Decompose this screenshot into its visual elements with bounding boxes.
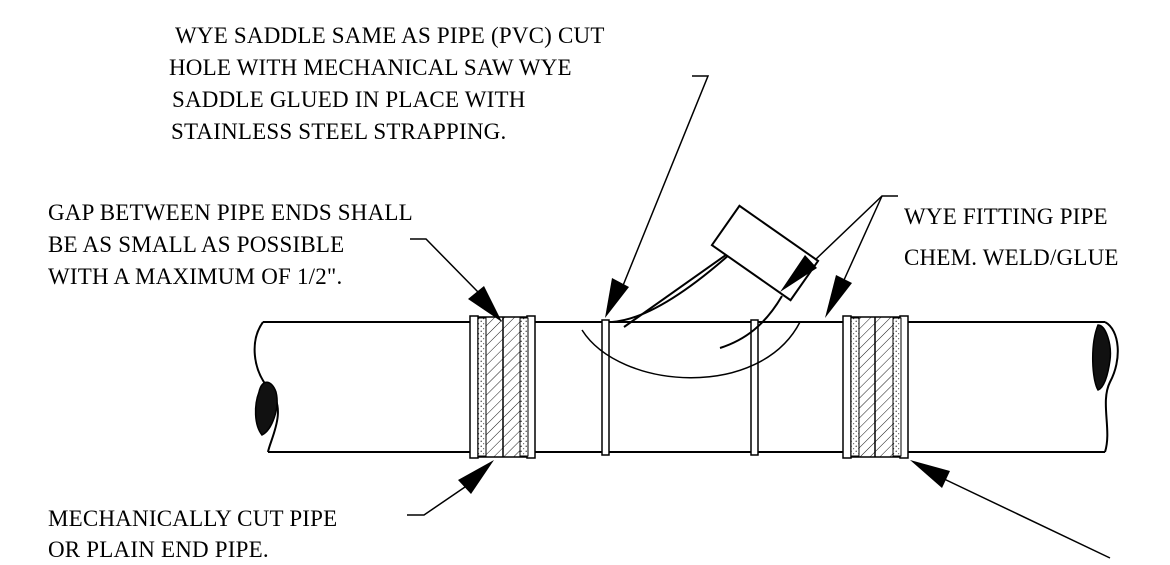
note-saddle-line-4: STAINLESS STEEL STRAPPING. [171, 119, 506, 144]
saddle-strap-left [601, 319, 610, 456]
leader-fitting-arrow-2 [825, 275, 852, 318]
note-gap: GAP BETWEEN PIPE ENDS SHALL BE AS SMALL … [48, 200, 413, 289]
note-fitting: WYE FITTING PIPE CHEM. WELD/GLUE [904, 204, 1119, 270]
right-break-fill [1091, 324, 1112, 391]
note-cut-line-1: MECHANICALLY CUT PIPE [48, 506, 337, 531]
right-coupling-band-a [842, 315, 852, 459]
left-coupling-band-a [469, 315, 479, 459]
leader-cut-arrow [458, 460, 494, 494]
leader-gap-arrow [468, 286, 502, 322]
left-coupling [469, 315, 536, 459]
right-coupling [842, 315, 909, 459]
leader-right-coupling [910, 460, 1111, 559]
leader-gap [410, 238, 502, 322]
note-cut: MECHANICALLY CUT PIPE OR PLAIN END PIPE. [48, 506, 337, 562]
note-saddle-line-1: WYE SADDLE SAME AS PIPE (PVC) CUT [175, 23, 605, 48]
leader-fitting-arrow-1 [780, 255, 817, 292]
right-break-line [1104, 321, 1119, 453]
note-cut-line-2: OR PLAIN END PIPE. [48, 537, 269, 562]
note-gap-line-1: GAP BETWEEN PIPE ENDS SHALL [48, 200, 413, 225]
note-gap-line-2: BE AS SMALL AS POSSIBLE [48, 232, 344, 257]
leader-saddle-arrow [605, 278, 629, 318]
note-saddle-line-3: SADDLE GLUED IN PLACE WITH [172, 87, 526, 112]
leader-saddle [605, 75, 710, 318]
main-pipe [253, 321, 1119, 453]
left-break-fill [254, 381, 278, 436]
note-fitting-line-1: WYE FITTING PIPE [904, 204, 1108, 229]
saddle-strap-right [750, 319, 759, 456]
saddle-outline [581, 321, 801, 379]
note-gap-line-3: WITH A MAXIMUM OF 1/2". [48, 264, 342, 289]
wye-branch-outer [719, 295, 783, 349]
leader-right-coupling-arrow [910, 460, 950, 488]
wye-branch-inner [611, 244, 741, 323]
note-saddle: WYE SADDLE SAME AS PIPE (PVC) CUT HOLE W… [169, 23, 605, 144]
note-fitting-line-2: CHEM. WELD/GLUE [904, 245, 1119, 270]
leader-fitting [780, 195, 898, 318]
leader-cut [407, 460, 494, 516]
wye-branch-cap [710, 204, 820, 302]
note-saddle-line-2: HOLE WITH MECHANICAL SAW WYE [169, 55, 572, 80]
wye-saddle [581, 204, 820, 456]
